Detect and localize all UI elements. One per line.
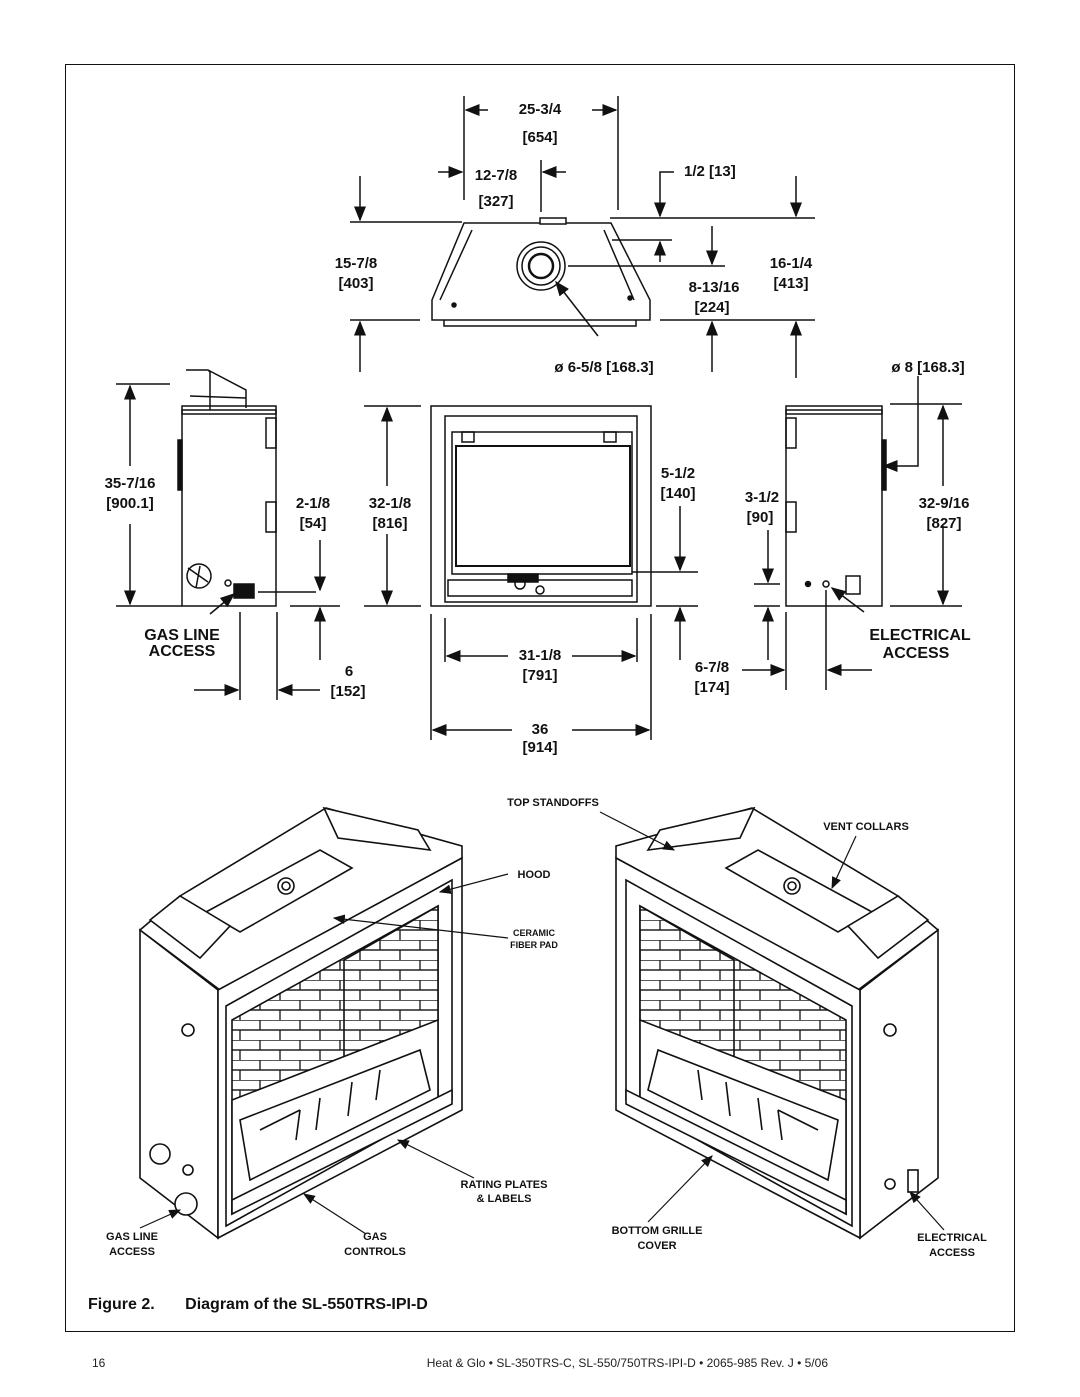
left-side-view bbox=[116, 369, 340, 700]
dim-front-height: 32-1/8 bbox=[369, 495, 412, 512]
iso-left-unit bbox=[138, 806, 463, 1240]
electrical-access-title-2: ACCESS bbox=[883, 645, 950, 662]
dim-overall-width-mm: [654] bbox=[522, 129, 557, 146]
label-ceramic-1: CERAMIC bbox=[513, 928, 555, 938]
dim-collar-offset: 8-13/16 bbox=[689, 279, 740, 296]
dim-opening-height: 5-1/2 bbox=[661, 465, 695, 482]
dim-center-offset: 12-7/8 bbox=[475, 167, 518, 184]
label-hood: HOOD bbox=[518, 869, 551, 881]
dim-elec-mm: [90] bbox=[747, 509, 774, 526]
collar-diameter: ø 6-5/8 [168.3] bbox=[554, 359, 653, 376]
label-ceramic-2: FIBER PAD bbox=[510, 940, 558, 950]
dim-left-depth: 15-7/8 bbox=[335, 255, 378, 272]
dim-outer-width: 36 bbox=[532, 721, 549, 738]
iso-right-unit bbox=[615, 806, 940, 1240]
top-view-body bbox=[431, 222, 651, 321]
dim-collar-offset-mm: [224] bbox=[694, 299, 729, 316]
front-glass bbox=[455, 445, 631, 567]
dim-opening-height-mm: [140] bbox=[660, 485, 695, 502]
right-side-dims bbox=[742, 376, 949, 676]
top-view bbox=[350, 96, 815, 327]
dim-gas-width-mm: [152] bbox=[330, 683, 365, 700]
dim-left-height-mm: [900.1] bbox=[106, 495, 154, 512]
dim-right-height: 32-9/16 bbox=[919, 495, 970, 512]
dim-top-step: 1/2 [13] bbox=[684, 163, 736, 180]
figure-frame bbox=[65, 64, 1015, 1332]
page-number: 16 bbox=[92, 1356, 106, 1370]
label-top-standoffs: TOP STANDOFFS bbox=[507, 797, 599, 809]
label-rating-1: RATING PLATES bbox=[461, 1179, 548, 1191]
dim-right-height-mm: [827] bbox=[926, 515, 961, 532]
front-dims bbox=[381, 406, 686, 736]
top-view-dims bbox=[354, 104, 802, 378]
dim-elec-width-mm: [174] bbox=[694, 679, 729, 696]
left-side-dims bbox=[124, 384, 326, 696]
footer-doc-info: Heat & Glo • SL-350TRS-C, SL-550/750TRS-… bbox=[426, 1356, 828, 1370]
dim-gas-width: 6 bbox=[345, 663, 353, 680]
gas-line-access-title-1: GAS LINE bbox=[144, 627, 220, 644]
label-gas-controls-1: GAS bbox=[363, 1231, 387, 1243]
left-side-body bbox=[181, 409, 277, 607]
label-bottom-grille-2: COVER bbox=[637, 1240, 676, 1252]
front-view bbox=[364, 405, 698, 740]
label-rating-2: & LABELS bbox=[477, 1193, 532, 1205]
dim-center-offset-mm: [327] bbox=[478, 193, 513, 210]
vent-collar-circle bbox=[516, 241, 566, 291]
dim-elec: 3-1/2 bbox=[745, 489, 779, 506]
dim-right-depth-mm: [413] bbox=[773, 275, 808, 292]
gas-line-access-title-2: ACCESS bbox=[149, 643, 216, 660]
label-electrical-2: ACCESS bbox=[929, 1247, 975, 1259]
label-vent-collars: VENT COLLARS bbox=[823, 821, 909, 833]
label-bottom-grille-1: BOTTOM GRILLE bbox=[612, 1225, 703, 1237]
dim-overall-width: 25-3/4 bbox=[519, 101, 562, 118]
dim-gas-mm: [54] bbox=[300, 515, 327, 532]
dim-inner-width: 31-1/8 bbox=[519, 647, 562, 664]
figure-number: Figure 2. bbox=[88, 1296, 155, 1313]
figure-caption: Figure 2. Diagram of the SL-550TRS-IPI-D bbox=[88, 1296, 454, 1314]
label-electrical-1: ELECTRICAL bbox=[917, 1232, 987, 1244]
figure-title: Diagram of the SL-550TRS-IPI-D bbox=[185, 1296, 428, 1313]
dim-front-height-mm: [816] bbox=[372, 515, 407, 532]
dim-inner-width-mm: [791] bbox=[522, 667, 557, 684]
right-side-body bbox=[785, 409, 883, 607]
iso-leaders bbox=[139, 811, 945, 1235]
electrical-access-title-1: ELECTRICAL bbox=[869, 627, 971, 644]
dim-left-height: 35-7/16 bbox=[105, 475, 156, 492]
collar-diameter-right: ø 8 [168.3] bbox=[891, 359, 964, 376]
dim-right-depth: 16-1/4 bbox=[770, 255, 813, 272]
dim-left-depth-mm: [403] bbox=[338, 275, 373, 292]
dim-outer-width-mm: [914] bbox=[522, 739, 557, 756]
label-gas-line-2: ACCESS bbox=[109, 1246, 155, 1258]
front-outer bbox=[430, 405, 652, 607]
dim-gas: 2-1/8 bbox=[296, 495, 330, 512]
label-gas-line-1: GAS LINE bbox=[106, 1231, 158, 1243]
label-gas-controls-2: CONTROLS bbox=[344, 1246, 406, 1258]
dim-elec-width: 6-7/8 bbox=[695, 659, 729, 676]
